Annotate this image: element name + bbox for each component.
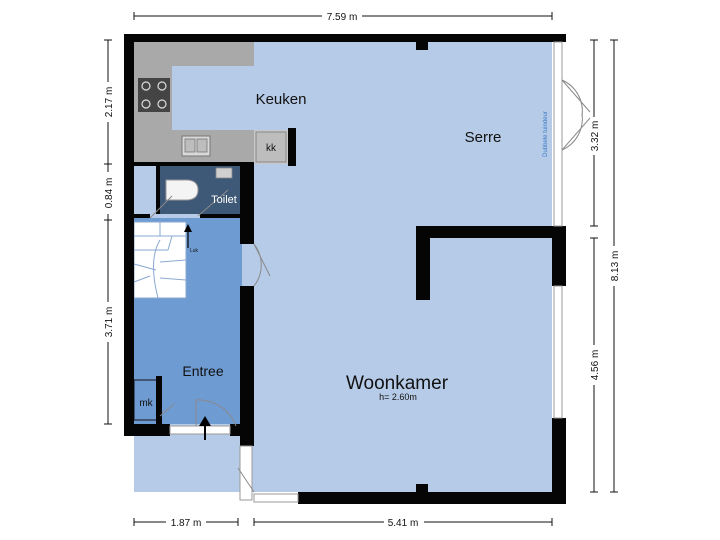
dim-top-width: 7.59 m (327, 12, 358, 23)
label-keuken: Keuken (256, 91, 307, 108)
sink-icon (181, 135, 211, 157)
staircase (133, 221, 187, 299)
label-ceiling-height: h= 2.60m (379, 392, 417, 402)
washbasin-icon (215, 167, 233, 179)
label-woonkamer: Woonkamer (346, 373, 449, 394)
stair-arrow-icon (184, 224, 192, 248)
walls (124, 34, 566, 504)
dim-bottom-left: 1.87 m (171, 518, 202, 529)
dim-left-mid: 0.84 m (104, 178, 115, 209)
label-kk: kk (266, 143, 277, 154)
entrance-arrow-icon (199, 416, 211, 440)
label-stair-hatch: Luk (190, 248, 199, 254)
label-serre: Serre (465, 129, 502, 146)
dim-bottom-right: 5.41 m (388, 518, 419, 529)
dim-right-total: 8.13 m (610, 251, 621, 282)
pantry-cabinet (255, 131, 287, 163)
toilet-icon (165, 167, 233, 201)
dim-right-woonkamer: 4.56 m (590, 350, 601, 381)
dim-left-bottom: 3.71 m (104, 307, 115, 338)
label-mk: mk (139, 398, 153, 409)
stove-icon (138, 78, 170, 112)
door-swings (149, 79, 591, 493)
kitchen-counter (134, 42, 254, 164)
label-entree: Entree (182, 363, 223, 379)
room-floors (134, 42, 552, 492)
dim-left-top: 2.17 m (104, 87, 115, 118)
label-toilet: Toilet (211, 194, 237, 206)
label-dubbele-tuindeur: Dubbele tuindeur (543, 111, 549, 157)
dim-right-serre: 3.32 m (590, 121, 601, 152)
